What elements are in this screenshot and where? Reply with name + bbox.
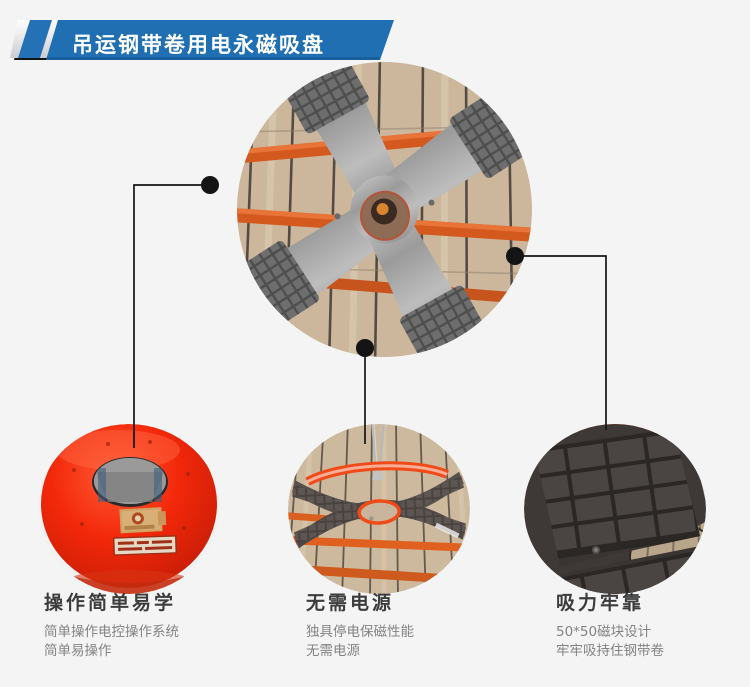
feature-3-title: 吸力牢靠 — [556, 592, 645, 614]
feature-2-line-1: 独具停电保磁性能 — [306, 623, 414, 640]
photo-lifter-suspended-by-chain — [288, 424, 470, 594]
feature-1-description: 简单操作电控操作系统 简单易操作 — [44, 623, 284, 662]
title-banner: 吊运钢带卷用电永磁吸盘 — [0, 14, 400, 66]
magnet-block-closeup-illustration — [524, 424, 706, 594]
feature-caption-1: 操作简单易学 简单操作电控操作系统 简单易操作 — [44, 592, 284, 662]
suspended-lifter-illustration — [288, 424, 470, 594]
feature-caption-2: 无需电源 独具停电保磁性能 无需电源 — [306, 592, 546, 662]
feature-2-line-2: 无需电源 — [306, 643, 360, 660]
red-control-housing-illustration — [38, 424, 220, 594]
feature-3-description: 50*50磁块设计 牢牢吸持住钢带卷 — [556, 623, 750, 662]
banner-ribbon-shape — [10, 20, 394, 60]
feature-2-description: 独具停电保磁性能 无需电源 — [306, 623, 546, 662]
banner-title-text: 吊运钢带卷用电永磁吸盘 — [72, 33, 325, 57]
callout-left-dot — [201, 176, 219, 194]
feature-3-line-1: 50*50磁块设计 — [556, 623, 652, 640]
feature-2-title: 无需电源 — [306, 592, 395, 614]
feature-1-title: 操作简单易学 — [44, 592, 177, 614]
magnetic-lifter-overview-illustration — [237, 62, 532, 357]
callout-right-line — [506, 247, 607, 430]
feature-1-line-1: 简单操作电控操作系统 — [44, 623, 179, 640]
photo-red-control-housing — [38, 424, 220, 594]
feature-caption-3: 吸力牢靠 50*50磁块设计 牢牢吸持住钢带卷 — [556, 592, 750, 662]
callout-left-line — [133, 176, 219, 448]
feature-1-line-2: 简单易操作 — [44, 643, 112, 660]
photo-main-lifter-overview — [237, 62, 532, 357]
feature-3-line-2: 牢牢吸持住钢带卷 — [556, 643, 664, 660]
photo-magnet-block-closeup — [524, 424, 706, 594]
